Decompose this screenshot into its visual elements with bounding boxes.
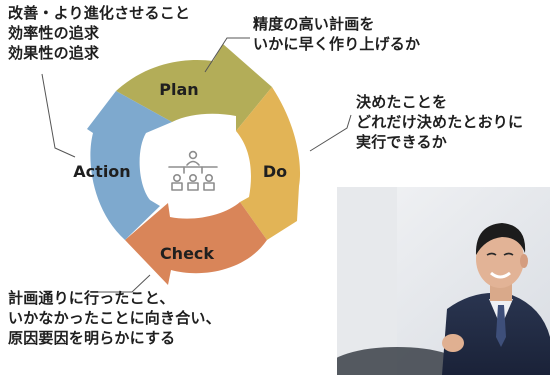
phase-label-check: Check bbox=[160, 244, 214, 263]
note-line: 決めたことを bbox=[356, 93, 448, 111]
action-segment bbox=[87, 91, 172, 240]
note-line: いかに早く作り上げるか bbox=[253, 35, 421, 53]
presenter-audience-icon bbox=[168, 150, 218, 191]
note-action-improve: 改善・より進化させること 効率性の追求 効果性の追求 bbox=[8, 3, 190, 63]
phase-label-action: Action bbox=[73, 162, 130, 181]
note-line: どれだけ決めたとおりに bbox=[356, 113, 524, 131]
note-line: 原因要因を明らかにする bbox=[8, 329, 176, 347]
plan-segment bbox=[116, 44, 272, 131]
leader-line-check bbox=[96, 274, 151, 293]
note-do: 決めたことを どれだけ決めたとおりに 実行できるか bbox=[356, 92, 523, 152]
leader-line-plan bbox=[204, 37, 250, 73]
note-line: 改善・より進化させること bbox=[8, 4, 191, 22]
note-line: 精度の高い計画を bbox=[253, 15, 375, 33]
phase-label-plan: Plan bbox=[159, 80, 198, 99]
note-line: 効率性の追求 bbox=[8, 24, 100, 42]
leader-line-do bbox=[309, 114, 352, 152]
do-segment bbox=[236, 87, 301, 240]
note-line: 効果性の追求 bbox=[8, 44, 100, 62]
note-line: 計画通りに行ったこと、 bbox=[8, 289, 175, 307]
check-segment bbox=[125, 202, 267, 285]
leader-line-improve bbox=[41, 73, 76, 158]
phase-label-do: Do bbox=[263, 162, 287, 181]
note-line: いかなかったことに向き合い、 bbox=[8, 309, 221, 327]
note-plan: 精度の高い計画を いかに早く作り上げるか bbox=[253, 14, 420, 54]
smiling-presenter-photo bbox=[337, 187, 550, 375]
note-check: 計画通りに行ったこと、 いかなかったことに向き合い、 原因要因を明らかにする bbox=[8, 288, 221, 348]
note-line: 実行できるか bbox=[356, 133, 447, 151]
